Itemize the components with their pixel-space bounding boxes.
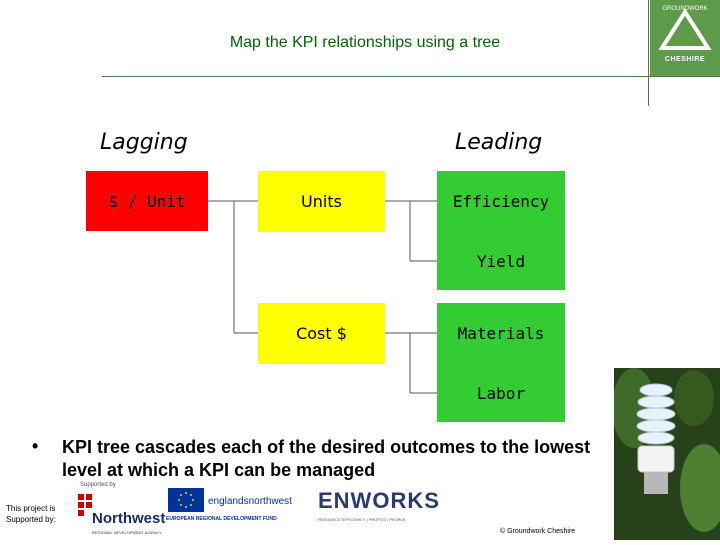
logo-brand: GROUNDWORK [662, 6, 707, 12]
node-efficiency: Efficiency [437, 171, 565, 232]
enworks-logo: ENWORKS RESOURCE EFFICIENCY | PROFITS | … [316, 486, 442, 526]
node-yield: Yield [437, 232, 565, 290]
supported-label: This project is Supported by: [6, 504, 56, 524]
node-cost: Cost $ [258, 303, 385, 364]
bulb-icon [612, 368, 720, 532]
node-labor: Labor [437, 364, 565, 422]
header-divider [102, 76, 720, 77]
groundwork-logo: GROUNDWORK [650, 0, 720, 76]
northwest-sub: REGIONAL DEVELOPMENT AGENCY [92, 530, 162, 535]
eu-stars-icon [178, 492, 194, 508]
page-title: Map the KPI relationships using a tree [229, 34, 501, 51]
node-unit: $ / Unit [86, 171, 208, 231]
northwest-logo: Northwest REGIONAL DEVELOPMENT AGENCY [78, 492, 166, 536]
node-materials: Materials [437, 303, 565, 364]
northwest-text: Northwest [92, 510, 166, 527]
northwest-mark-icon [78, 494, 92, 516]
supported-by-text: Supported by [80, 482, 116, 488]
lagging-heading: Lagging [100, 130, 188, 155]
logo-label: CHESHIRE [664, 56, 706, 63]
node-units: Units [258, 171, 385, 232]
bullet-text: KPI tree cascades each of the desired ou… [62, 437, 591, 480]
cfl-bulb-image [612, 368, 720, 540]
enworks-text: ENWORKS [318, 488, 440, 513]
england-nw-text: englandsnorthwest [208, 496, 292, 507]
eu-flag-icon [168, 488, 204, 512]
erdf-text: EUROPEAN REGIONAL DEVELOPMENT FUND [166, 516, 277, 522]
erdf-logo: englandsnorthwest EUROPEAN REGIONAL DEVE… [166, 486, 314, 526]
bullet-dot: • [32, 436, 39, 456]
leading-heading: Leading [455, 130, 543, 155]
header-vertical-divider [648, 0, 649, 106]
triangle-icon: GROUNDWORK [658, 6, 712, 50]
enworks-sub: RESOURCE EFFICIENCY | PROFITS | PEOPLE [318, 517, 406, 522]
copyright: © Groundwork Cheshire [500, 528, 576, 535]
